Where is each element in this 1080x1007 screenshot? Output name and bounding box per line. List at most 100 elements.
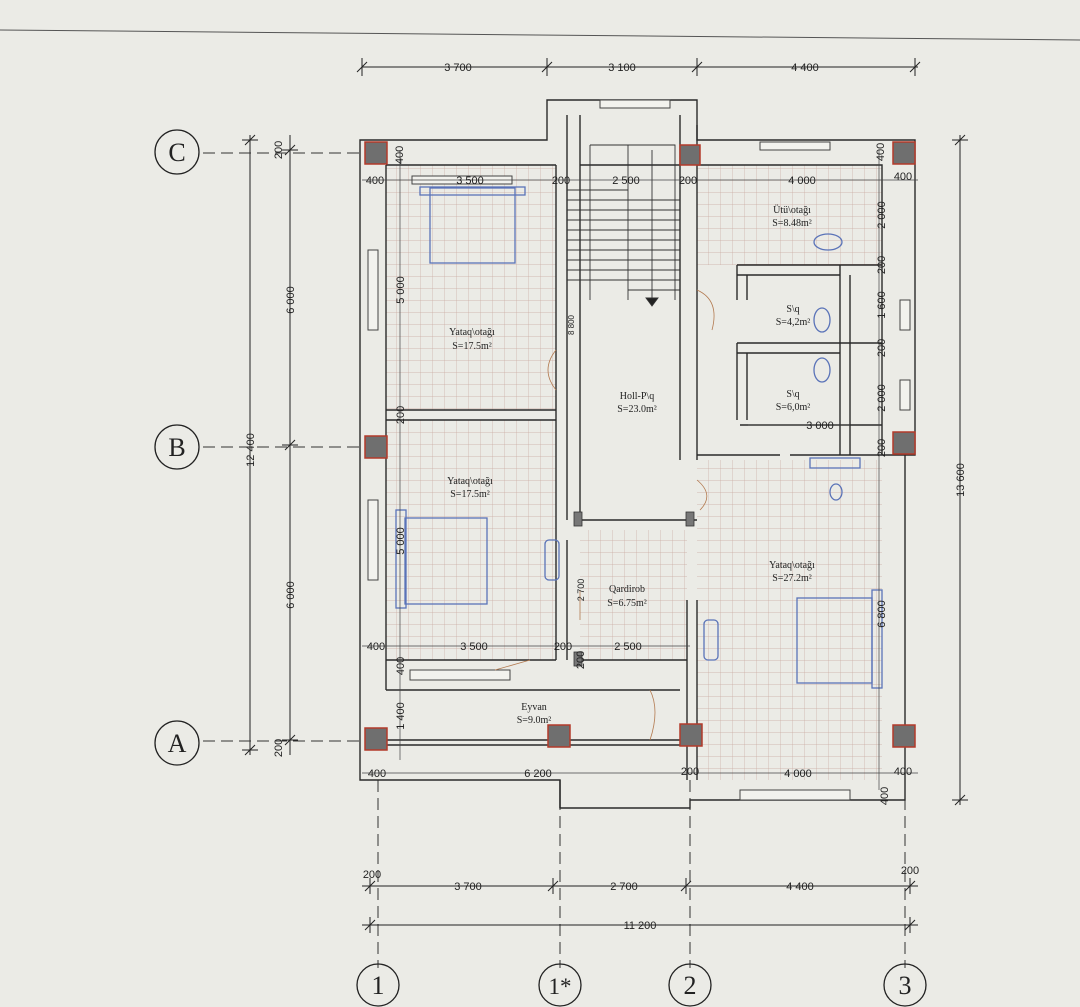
small-columns — [573, 511, 695, 667]
room-hall-area: S=23.0m² — [617, 404, 656, 415]
staircase — [567, 144, 680, 307]
column-A1star — [547, 724, 571, 748]
dim-col-right-1: 400 — [875, 143, 887, 161]
dim-left-total: 12 400 — [245, 433, 257, 467]
column-B3 — [892, 431, 916, 455]
axis-label-B: B — [168, 433, 185, 462]
room-wardrobe-name: Qardirob — [609, 584, 645, 595]
axis-label-1: 1 — [372, 971, 385, 1000]
dim-top-1: 3 700 — [444, 62, 472, 74]
dim-col-right-4: 1 600 — [876, 291, 888, 319]
dim-col-left-6: 1 400 — [395, 702, 407, 730]
axis-bubble-1star: 1* — [538, 963, 582, 1007]
dim-bottom-edge-right: 200 — [901, 865, 919, 877]
dim-col-right-2: 2 000 — [876, 201, 888, 229]
axis-label-A: A — [168, 729, 187, 758]
dim-inner-top-6: 4 000 — [788, 175, 816, 187]
dim-left-1: 6 000 — [285, 286, 297, 314]
inner-dimension-lines — [362, 150, 918, 790]
toilet-2 — [813, 307, 831, 333]
room-wc1-area: S=4,2m² — [776, 317, 810, 328]
room-bed2-name: Yataq\otağı — [447, 476, 493, 487]
column-A1 — [364, 727, 388, 751]
dim-col-left-2: 5 000 — [395, 276, 407, 304]
dim-col-right-8: 6 800 — [876, 600, 888, 628]
room-wc2-area: S=6,0m² — [776, 402, 810, 413]
dim-col-right-6: 2 000 — [876, 384, 888, 412]
column-C3 — [892, 141, 916, 165]
column-A3 — [892, 724, 916, 748]
dim-inner-bottom-5: 400 — [894, 766, 912, 778]
dim-col-left-5: 400 — [395, 657, 407, 675]
room-utility-name: Ütü\otağı — [773, 204, 811, 216]
dim-col-left-1: 400 — [394, 146, 406, 164]
dim-bottom-2: 2 700 — [610, 881, 638, 893]
dim-bottom-total: 11 200 — [624, 920, 657, 932]
dim-bottom-1: 3 700 — [454, 881, 482, 893]
dim-left-edge-top: 200 — [273, 141, 285, 159]
dim-inner-top-3: 200 — [552, 175, 570, 187]
dim-inner-mid-1: 400 — [367, 641, 385, 653]
sheet-border-line — [0, 29, 1080, 41]
column-C1 — [364, 141, 388, 165]
axis-bubble-B: B — [154, 424, 200, 470]
room-bed3-area: S=27.2m² — [772, 573, 811, 584]
dim-inner-mid-2: 3 500 — [460, 641, 488, 653]
door-swings — [494, 289, 715, 741]
toilet-1 — [813, 233, 843, 251]
grid-axis-lines — [203, 152, 906, 968]
room-wc1-name: S\q — [786, 304, 799, 315]
room-bed3-name: Yataq\otağı — [769, 560, 815, 571]
axis-bubble-3: 3 — [883, 963, 927, 1007]
dim-col-wardrobe: 2 700 — [576, 579, 586, 602]
axis-bubble-C: C — [154, 129, 200, 175]
dim-bottom-3: 4 400 — [786, 881, 814, 893]
toilet-3 — [813, 357, 831, 383]
dim-inner-bottom-1: 400 — [368, 768, 386, 780]
axis-label-3: 3 — [899, 971, 912, 1000]
structural-columns — [364, 141, 916, 751]
bed-1 — [429, 187, 516, 264]
axis-label-1star: 1* — [549, 974, 572, 999]
axis-label-2: 2 — [684, 971, 697, 1000]
dim-inner-top-2: 3 500 — [456, 175, 484, 187]
dim-inner-bottom-2: 6 200 — [524, 768, 552, 780]
dim-col-right-9: 400 — [879, 787, 891, 805]
dim-inner-top-5: 200 — [679, 175, 697, 187]
room-wardrobe-area: S=6.75m² — [607, 598, 646, 609]
right-dimension-chain — [952, 134, 968, 806]
dim-inner-bottom-4: 4 000 — [784, 768, 812, 780]
axis-bubble-1: 1 — [356, 963, 400, 1007]
top-dimension-chain — [356, 58, 921, 76]
room-hall-name: Holl-P\q — [620, 391, 654, 402]
dim-col-wall: 200 — [575, 651, 587, 669]
room-bed1-name: Yataq\otağı — [449, 327, 495, 338]
dim-col-right-3: 200 — [876, 256, 888, 274]
bottom-dimension-chain — [362, 878, 918, 933]
dim-left-2: 6 000 — [285, 581, 297, 609]
dim-col-right-7: 200 — [876, 439, 888, 457]
room-utility-area: S=8.48m² — [772, 218, 811, 229]
room-bed2-area: S=17.5m² — [450, 489, 489, 500]
dim-col-stair: 8 800 — [567, 314, 576, 335]
floor-tiling — [386, 165, 882, 780]
room-balcony-name: Eyvan — [521, 702, 547, 713]
dim-inner-mid-4: 2 500 — [614, 641, 642, 653]
room-wc2-name: S\q — [786, 389, 799, 400]
column-B1 — [364, 435, 388, 459]
axis-bubble-2: 2 — [668, 963, 712, 1007]
dim-inner-bottom-3: 200 — [681, 766, 699, 778]
dim-col-right-5: 200 — [876, 339, 888, 357]
column-A2 — [679, 723, 703, 747]
dim-inner-top-7: 400 — [894, 171, 912, 183]
dim-col-left-4: 5 000 — [395, 527, 407, 555]
axis-label-C: C — [168, 138, 185, 167]
bed-2 — [404, 517, 488, 605]
furniture — [395, 186, 883, 689]
dim-right-total: 13 600 — [955, 463, 967, 497]
dim-top-2: 3 100 — [608, 62, 636, 74]
room-bed1-area: S=17.5m² — [452, 341, 491, 352]
dim-inner-top-1: 400 — [366, 175, 384, 187]
axis-bubble-A: A — [154, 720, 200, 766]
